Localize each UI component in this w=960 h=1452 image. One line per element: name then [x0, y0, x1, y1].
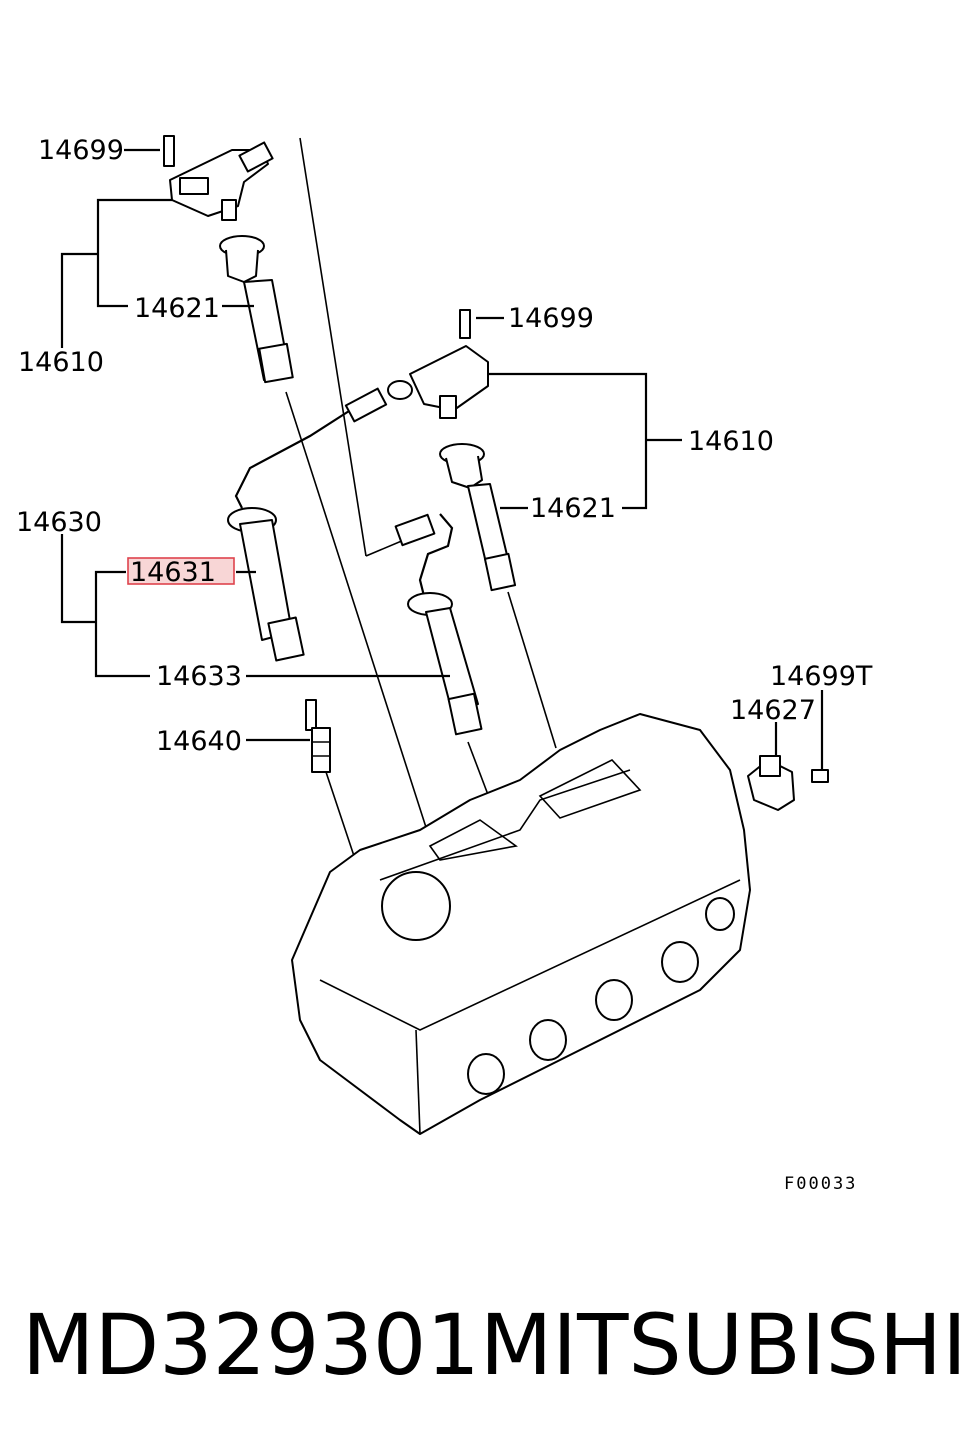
label-cable-set[interactable]: 14630 — [16, 507, 102, 538]
highlight-box — [127, 557, 235, 585]
label-coil-right[interactable]: 14610 — [688, 426, 774, 457]
label-cable-top[interactable]: 14621 — [134, 293, 220, 324]
part-number: MD329301 — [22, 1296, 480, 1394]
label-coil-top[interactable]: 14610 — [18, 347, 104, 378]
label-bolt-top[interactable]: 14699 — [38, 135, 124, 166]
sensor — [747, 755, 829, 811]
spark-plug — [305, 699, 331, 773]
ignition-cable-top — [219, 235, 294, 384]
guide-lines — [285, 137, 557, 863]
ignition-coil-top — [163, 135, 274, 221]
brand-name: MITSUBISHI — [479, 1296, 960, 1394]
label-bolt-sensor[interactable]: 14699T — [770, 661, 873, 692]
ignition-cable-set — [227, 387, 483, 736]
label-leaders — [60, 148, 824, 770]
label-sensor[interactable]: 14627 — [730, 695, 816, 726]
label-bolt-right[interactable]: 14699 — [508, 303, 594, 334]
ignition-cable-right — [439, 443, 517, 592]
label-cable-highlight[interactable]: 14631 — [130, 557, 216, 588]
part-labels: 14699 14621 14610 14699 14610 14621 1463… — [16, 135, 873, 1194]
parts-diagram: 14699 14621 14610 14699 14610 14621 1463… — [16, 135, 873, 1194]
footer: MD329301 MITSUBISHI — [0, 1290, 960, 1400]
label-cable-lower[interactable]: 14633 — [156, 661, 242, 692]
label-spark-plug[interactable]: 14640 — [156, 726, 242, 757]
ignition-coil-right — [387, 309, 489, 419]
reference-code: F00033 — [784, 1174, 857, 1194]
cylinder-head — [291, 713, 751, 1135]
label-cable-right[interactable]: 14621 — [530, 493, 616, 524]
